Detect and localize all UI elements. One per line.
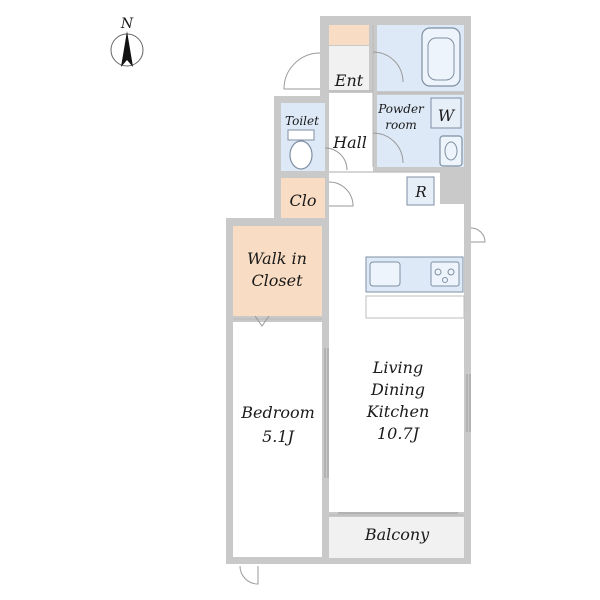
label-refrigerator: R [414, 183, 426, 201]
doors [239, 51, 486, 585]
bathtub-icon [421, 27, 461, 87]
washer-box [430, 97, 462, 129]
closet-door [328, 181, 354, 207]
compass-label: N [120, 16, 134, 32]
refrigerator-box [406, 176, 435, 206]
label-ldk-4: 10.7J [377, 424, 421, 443]
closet [281, 178, 325, 218]
label-bedroom-2: 5.1J [262, 427, 295, 446]
kitchen-bar [365, 295, 465, 319]
label-closet: Clo [290, 191, 317, 210]
label-ldk-1: Living [372, 358, 423, 377]
label-ldk-2: Dining [370, 380, 425, 399]
ldk-side-door [470, 227, 486, 243]
toilet-door [324, 147, 348, 171]
shoe-box [329, 25, 369, 45]
stove-icon [430, 261, 460, 287]
label-hall: Hall [332, 133, 367, 152]
kitchen-sink-icon [369, 261, 401, 287]
north-arrow-icon [121, 31, 133, 67]
entrance-floor [329, 46, 369, 90]
label-walkin-2: Closet [251, 271, 303, 290]
balcony [329, 517, 464, 558]
entrance-door [283, 52, 321, 90]
hall-floor [329, 93, 373, 175]
label-bedroom-1: Bedroom [240, 403, 315, 422]
fixtures [287, 27, 465, 319]
kitchen-counter [365, 256, 464, 293]
walkin-door [254, 315, 270, 327]
label-entrance: Ent [334, 71, 364, 90]
bath-door [372, 51, 404, 83]
compass: N [110, 16, 144, 67]
walk-in-closet [233, 226, 322, 316]
bedroom [233, 322, 322, 557]
bedroom-door [239, 565, 259, 585]
label-toilet: Toilet [285, 114, 319, 128]
label-walkin-1: Walk in [247, 249, 307, 268]
labels: Ent Hall Toilet Powder room W Clo R Walk… [240, 71, 456, 544]
label-ldk-3: Kitchen [366, 402, 430, 421]
label-powder-1: Powder [377, 102, 425, 116]
label-powder-2: room [385, 118, 417, 132]
ldk [329, 172, 464, 512]
partitions [233, 25, 464, 516]
toilet-icon [287, 129, 315, 170]
powder-door [372, 132, 404, 164]
windows [324, 348, 471, 514]
sink-icon [439, 135, 463, 167]
label-washer: W [438, 106, 456, 125]
label-balcony: Balcony [364, 525, 430, 544]
